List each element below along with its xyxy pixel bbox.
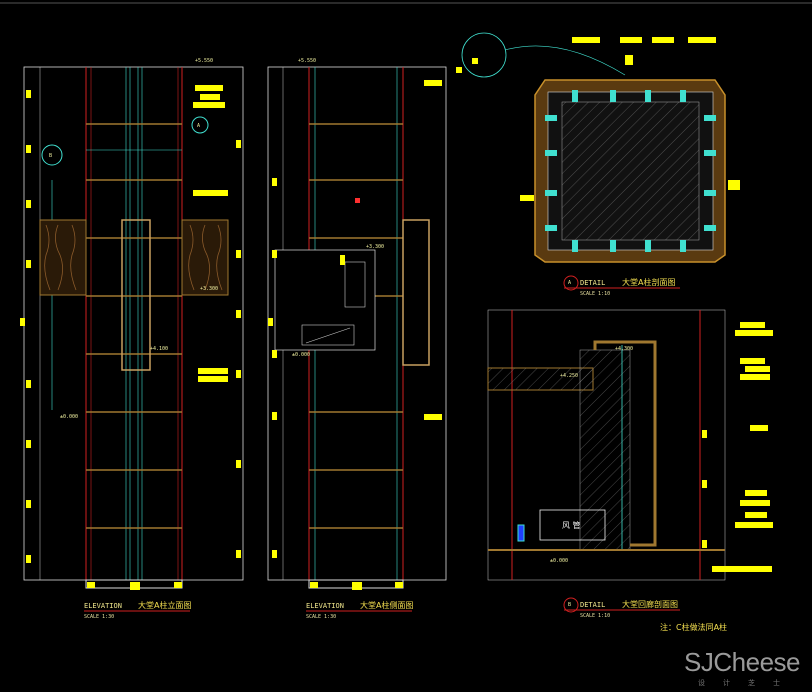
svg-text:A: A <box>568 280 571 286</box>
svg-text:B: B <box>49 153 52 159</box>
drawing-scale: SCALE 1:10 <box>580 291 610 297</box>
detail-a-section: A DETAIL 大堂A柱剖面图 SCALE 1:10 <box>456 32 740 297</box>
level-mid: +4.100 <box>150 346 168 352</box>
drawing-type: DETAIL <box>580 601 605 609</box>
drawing-scale: SCALE 1:10 <box>580 613 610 619</box>
svg-text:B: B <box>568 602 571 608</box>
section-marker-a <box>191 116 209 134</box>
drawing-type: DETAIL <box>580 279 605 287</box>
drawing-title: 大堂回廊剖面图 <box>622 599 678 609</box>
svg-text:A: A <box>197 123 200 129</box>
drawing-title: 大堂A柱剖面图 <box>622 277 675 287</box>
drawing-scale: SCALE 1:30 <box>306 614 336 620</box>
section-marker-b <box>41 144 63 166</box>
detail-callout-circle <box>461 32 507 78</box>
detail-marker <box>563 597 579 613</box>
svg-text:±0.000: ±0.000 <box>292 352 310 358</box>
level-top: +5.550 <box>195 58 213 64</box>
drawing-scale: SCALE 1:30 <box>84 614 114 620</box>
level-duct-floor: ±0.000 <box>550 558 568 564</box>
level-rail: +3.300 <box>200 286 218 292</box>
sprinkler-icon <box>517 524 525 542</box>
duct-label: 风 管 <box>562 520 581 530</box>
drawing-title: 大堂A柱侧面图 <box>360 600 413 610</box>
drawing-type: ELEVATION <box>306 602 344 610</box>
drawing-type: ELEVATION <box>84 602 122 610</box>
detail-marker <box>563 275 579 291</box>
elevation-1-outline <box>23 66 244 581</box>
concrete-core <box>561 101 700 241</box>
elevation-a-side: +5.550 +3.300 ±0.000 ELEVATION 大堂A柱侧面图 S… <box>267 58 447 620</box>
elevation-a-front: A B +5.550 +4.100 +3.300 ±0.000 ELEVATIO… <box>20 58 244 620</box>
level-beam: +4.250 <box>560 373 578 379</box>
svg-text:+5.550: +5.550 <box>298 58 316 64</box>
duct-box <box>539 509 606 541</box>
detail-b-section: 风 管 +4.300 +4.250 ±0.000 B DETAIL 大堂回廊剖面… <box>487 309 773 632</box>
column-capital-shaft <box>121 219 151 371</box>
level-floor: ±0.000 <box>60 414 78 420</box>
drawing-note: 注：C柱做法同A柱 <box>660 622 727 632</box>
watermark-logo: SJCheese <box>684 647 800 677</box>
level-slab: +4.300 <box>615 346 633 352</box>
drawing-title: 大堂A柱立面图 <box>138 600 191 610</box>
watermark-subtitle: 设计芝士 <box>698 679 798 687</box>
svg-text:+3.300: +3.300 <box>366 244 384 250</box>
